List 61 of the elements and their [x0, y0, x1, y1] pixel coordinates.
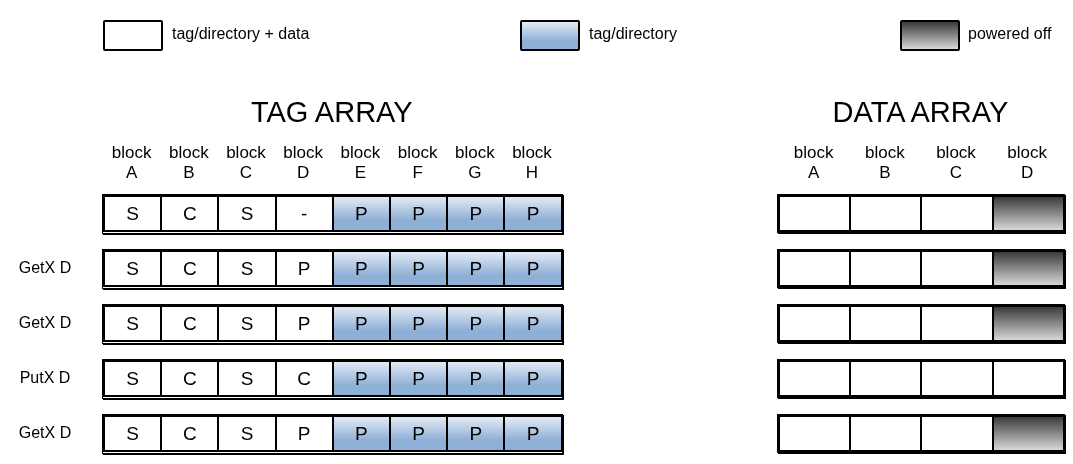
table-cell: C — [160, 195, 220, 232]
table-cell: P — [389, 195, 449, 232]
legend-label: tag/directory + data — [172, 25, 310, 43]
table-cell: P — [446, 360, 506, 397]
column-header: block A — [792, 143, 835, 183]
column-header: block B — [863, 143, 906, 183]
table-cell: P — [446, 195, 506, 232]
column-header: block F — [396, 143, 439, 183]
table-cell: P — [446, 305, 506, 342]
row-label: GetX D — [17, 424, 73, 442]
table-cell: P — [274, 415, 334, 452]
table-cell: P — [389, 250, 449, 287]
column-header: block E — [339, 143, 382, 183]
array-title: DATA ARRAY — [831, 96, 1010, 129]
table-cell: P — [389, 415, 449, 452]
column-header: block B — [167, 143, 210, 183]
table-cell: S — [217, 360, 277, 397]
table-cell: S — [103, 305, 163, 342]
column-header: block D — [282, 143, 325, 183]
row-label: PutX D — [18, 369, 72, 387]
table-cell: S — [217, 415, 277, 452]
table-cell: C — [160, 250, 220, 287]
table-cell: C — [160, 305, 220, 342]
table-cell: P — [503, 250, 563, 287]
column-header: block G — [453, 143, 496, 183]
table-cell: P — [503, 195, 563, 232]
table-cell: P — [331, 195, 391, 232]
table-cell: S — [103, 415, 163, 452]
table-cell: S — [103, 250, 163, 287]
table-cell: S — [217, 250, 277, 287]
table-cell: P — [389, 360, 449, 397]
table-cell: P — [331, 305, 391, 342]
table-cell: C — [160, 415, 220, 452]
column-header: block C — [225, 143, 267, 183]
table-cell: C — [274, 360, 334, 397]
row-label: GetX D — [17, 259, 73, 277]
table-cell: S — [103, 195, 163, 232]
table-cell: P — [331, 415, 391, 452]
array-title: TAG ARRAY — [249, 96, 414, 129]
table-cell: P — [503, 415, 563, 452]
table-cell: S — [217, 195, 277, 232]
legend-label: powered off — [968, 25, 1052, 43]
table-cell: P — [503, 305, 563, 342]
table-cell: P — [331, 250, 391, 287]
table-cell: - — [274, 195, 334, 232]
row-label: GetX D — [17, 314, 73, 332]
table-cell: P — [274, 250, 334, 287]
table-cell: P — [446, 415, 506, 452]
table-cell: C — [160, 360, 220, 397]
table-cell: P — [331, 360, 391, 397]
column-header: block H — [511, 143, 553, 183]
table-cell: P — [503, 360, 563, 397]
column-header: block C — [935, 143, 977, 183]
table-cell: S — [103, 360, 163, 397]
table-cell: P — [446, 250, 506, 287]
column-header: block A — [110, 143, 153, 183]
column-header: block D — [1006, 143, 1049, 183]
legend-label: tag/directory — [589, 25, 678, 43]
table-cell: P — [389, 305, 449, 342]
table-cell: S — [217, 305, 277, 342]
table-cell: P — [274, 305, 334, 342]
